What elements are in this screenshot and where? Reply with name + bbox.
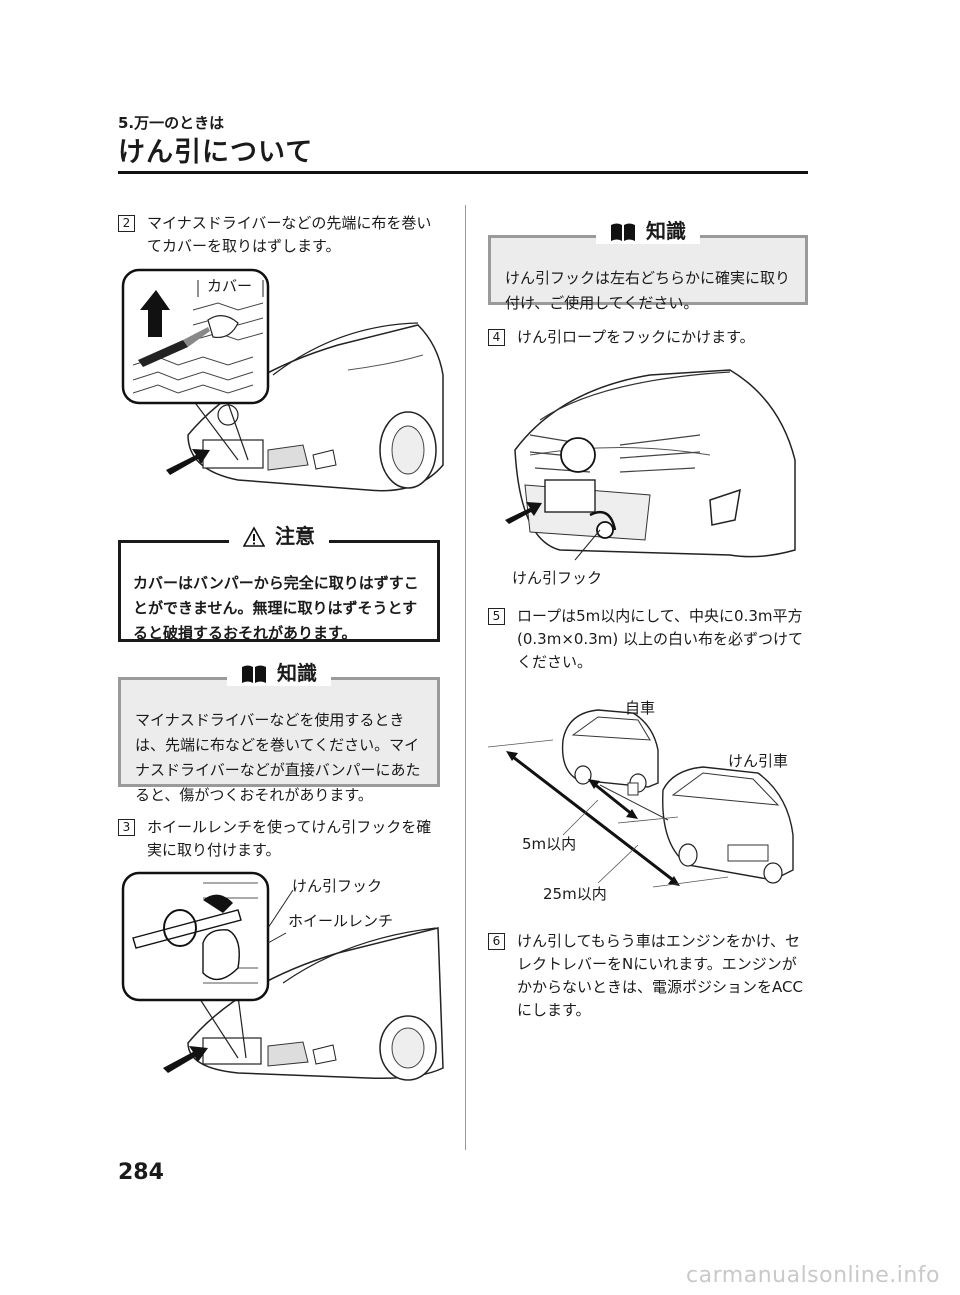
caution-text: カバーはバンパーから完全に取りはずすことができません。無理に取りはずそうとすると…: [133, 574, 419, 642]
tow-car-label: けん引車: [728, 752, 789, 770]
cover-label: カバー: [205, 275, 255, 296]
step-5: 5 ロープは5m以内にして、中央に0.3m平方(0.3m×0.3m) 以上の白い…: [488, 605, 808, 674]
title-rule: [118, 171, 808, 174]
step-number: 5: [488, 608, 505, 625]
knowledge-title: 知識: [277, 661, 317, 685]
wheel-wrench-label: ホイールレンチ: [288, 912, 394, 930]
page-title: けん引について: [118, 137, 314, 168]
step-text: けん引ロープをフックにかけます。: [517, 328, 755, 346]
step-6: 6 けん引してもらう車はエンジンをかけ、セレクトレバーをNにいれます。エンジンが…: [488, 930, 808, 1022]
knowledge-title: 知識: [646, 219, 686, 243]
knowledge-box-1: 知識 マイナスドライバーなどを使用するときは、先端に布などを巻いてください。マイ…: [118, 661, 440, 804]
step-3: 3 ホイールレンチを使ってけん引フックを確実に取り付けます。: [118, 816, 440, 862]
distance-5m-label: 5m以内: [522, 835, 577, 853]
watermark: carmanualsonline.info: [686, 1263, 940, 1288]
towing-distance-illustration: [488, 709, 794, 888]
caution-box: 注意 カバーはバンパーから完全に取りはずすことができません。無理に取りはずそうと…: [118, 524, 440, 642]
step-number: 2: [118, 215, 135, 232]
step-text: けん引してもらう車はエンジンをかけ、セレクトレバーをNにいれます。エンジンがかか…: [517, 932, 803, 1019]
section-label: 5.万一のときは: [118, 114, 225, 132]
tow-hook-install-illustration: [121, 871, 444, 1081]
step-text: ロープは5m以内にして、中央に0.3m平方(0.3m×0.3m) 以上の白い布を…: [517, 607, 803, 671]
knowledge-text: けん引フックは左右どちらかに確実に取り付け、ご使用してください。: [505, 269, 791, 312]
own-car-label: 自車: [625, 699, 656, 717]
step-2: 2 マイナスドライバーなどの先端に布を巻いてカバーを取りはずします。: [118, 212, 440, 258]
step-4: 4 けん引ロープをフックにかけます。: [488, 326, 808, 349]
tow-hook-label: けん引フック: [292, 877, 383, 895]
book-icon: [242, 665, 266, 683]
step-text: マイナスドライバーなどの先端に布を巻いてカバーを取りはずします。: [147, 214, 432, 255]
step-number: 3: [118, 819, 135, 836]
warning-icon: [243, 525, 265, 547]
page-number: 284: [118, 1160, 164, 1185]
caution-header: 注意: [121, 524, 437, 549]
knowledge-box-2: 知識 けん引フックは左右どちらかに確実に取り付け、ご使用してください。: [488, 219, 808, 312]
step-number: 4: [488, 329, 505, 346]
distance-25m-label: 25m以内: [543, 885, 607, 903]
caution-title: 注意: [275, 524, 315, 548]
step-number: 6: [488, 933, 505, 950]
book-icon: [611, 223, 635, 241]
column-divider: [465, 205, 466, 1150]
knowledge-header: 知識: [491, 219, 805, 244]
knowledge-header: 知識: [121, 661, 437, 686]
tow-hook-label-2: けん引フック: [512, 569, 603, 587]
rope-hook-illustration: [505, 369, 796, 561]
step-text: ホイールレンチを使ってけん引フックを確実に取り付けます。: [147, 818, 432, 859]
knowledge-text: マイナスドライバーなどを使用するときは、先端に布などを巻いてください。マイナスド…: [135, 711, 421, 804]
cover-removal-illustration: [121, 268, 444, 492]
